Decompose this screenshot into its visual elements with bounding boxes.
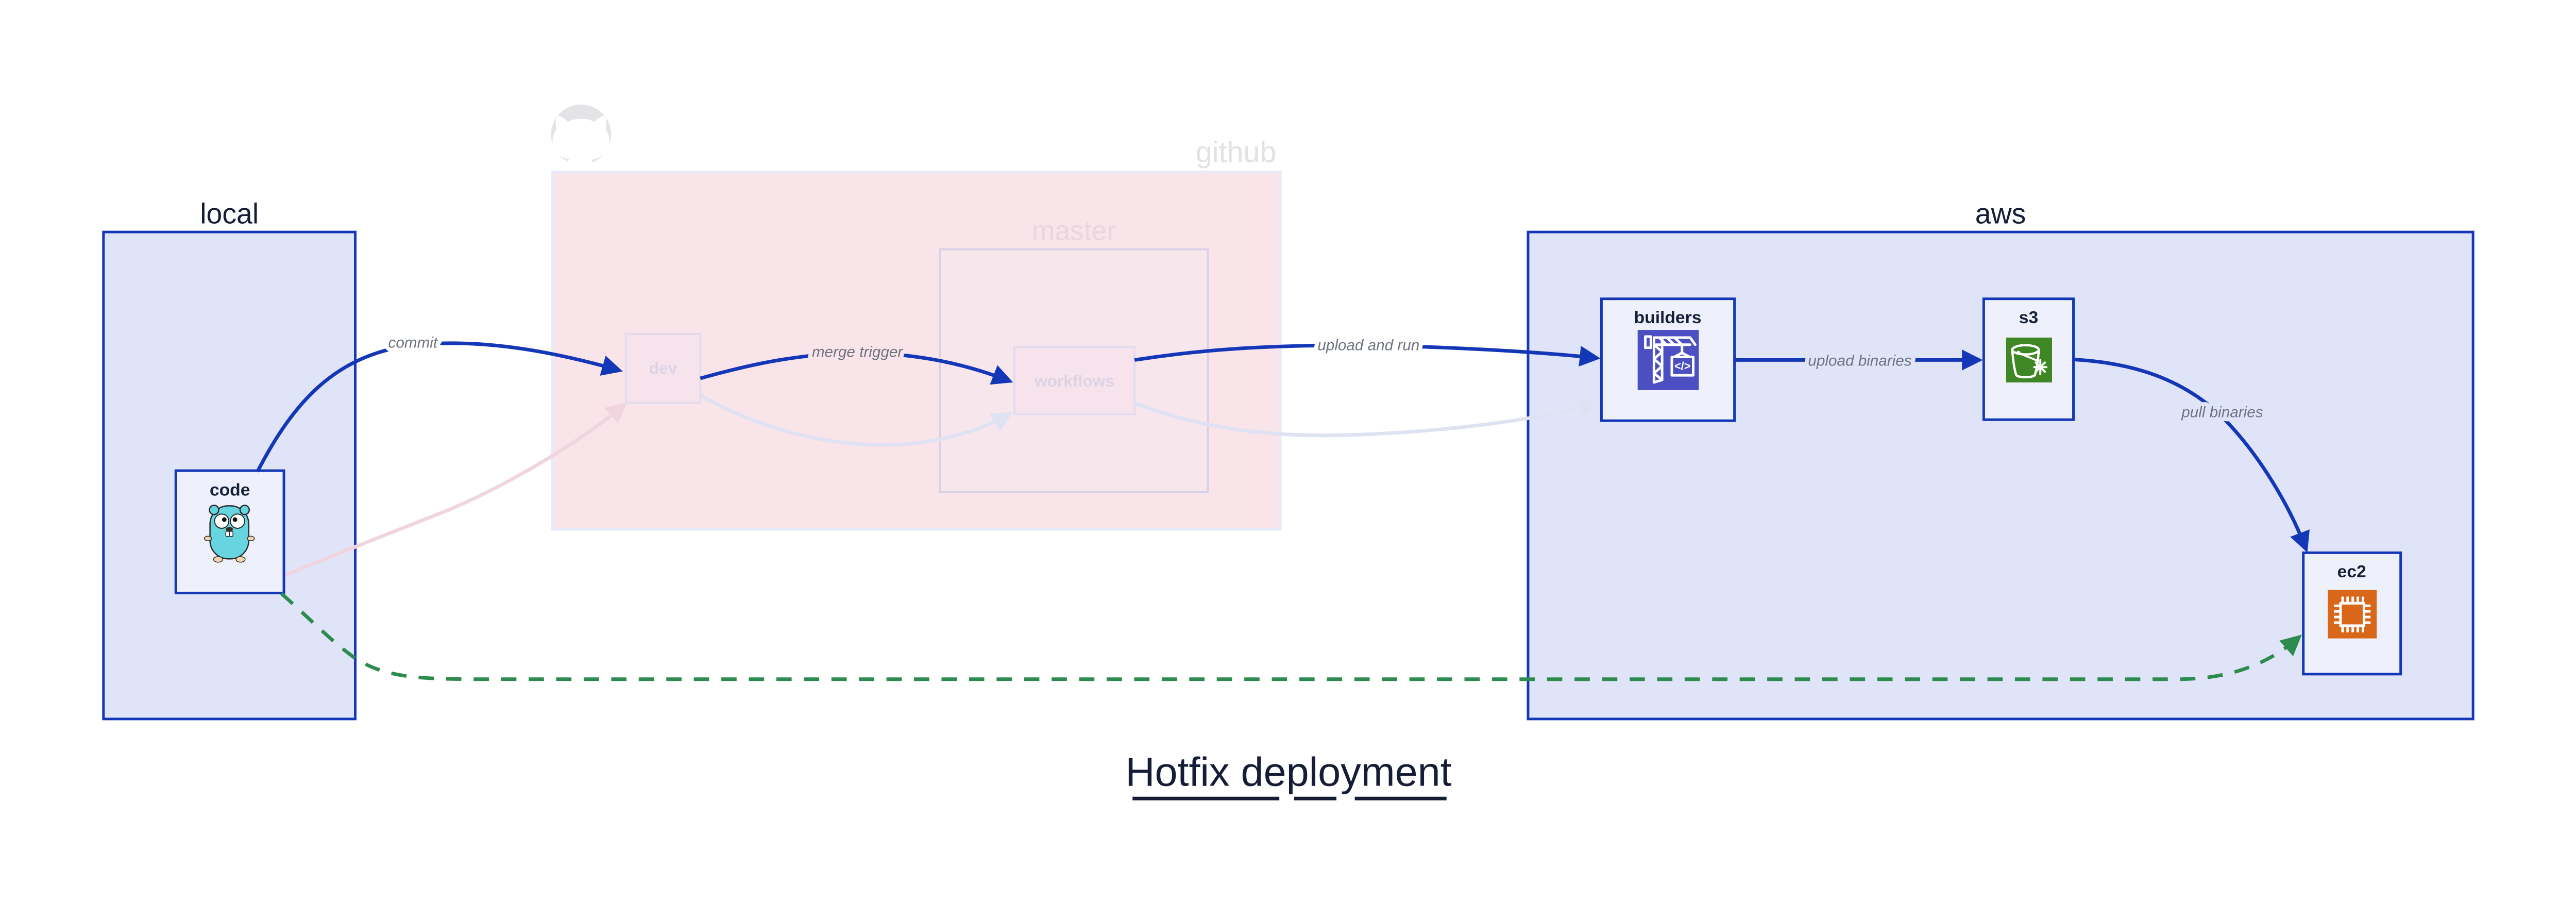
edge-commit — [256, 341, 623, 473]
edge-merge-trigger — [700, 350, 1013, 385]
aws-s3-glacier-bucket-icon — [2006, 337, 2052, 382]
edge-upload-and-run — [1134, 343, 1601, 367]
aws-container-label: aws — [1975, 197, 2026, 229]
node-s3-label: s3 — [2019, 308, 2038, 327]
edge-label-merge-trigger: merge trigger — [812, 344, 903, 361]
node-ec2: ec2 — [2302, 551, 2402, 676]
node-code-label: code — [210, 481, 250, 500]
node-s3: s3 — [1982, 297, 2075, 421]
edge-label-pull-binaries: pull binaries — [2181, 404, 2263, 421]
node-builders: builders </> — [1600, 297, 1736, 422]
edge-dev-to-workflows-faded — [699, 393, 1013, 447]
master-branch-label: master — [1032, 216, 1116, 246]
edge-label-upload-and-run: upload and run — [1317, 337, 1419, 354]
node-dev-label: dev — [649, 359, 677, 377]
local-container-label: local — [200, 197, 259, 229]
node-dev: dev — [624, 333, 702, 404]
edge-hotfix-dashed — [280, 592, 2302, 681]
node-workflows: workflows — [1013, 345, 1136, 415]
edge-workflows-to-builders-faded — [1133, 398, 1600, 438]
aws-codebuild-icon: </> — [1637, 330, 1699, 390]
node-code: code — [174, 469, 285, 595]
diagram-title: Hotfix deployment — [1125, 749, 1451, 795]
node-builders-label: builders — [1634, 308, 1702, 327]
aws-ec2-chip-icon — [2328, 590, 2377, 639]
edge-label-upload-binaries: upload binaries — [1808, 352, 1911, 369]
edge-code-to-dev-faded — [284, 402, 628, 577]
github-octocat-icon — [551, 104, 612, 167]
snowflake-glyph — [2033, 359, 2048, 376]
edge-pull-binaries — [2073, 358, 2310, 553]
go-gopher-icon — [204, 505, 255, 563]
node-workflows-label: workflows — [1034, 372, 1114, 390]
github-container-label: github — [1196, 136, 1276, 169]
edge-label-commit: commit — [388, 335, 438, 352]
node-ec2-label: ec2 — [2337, 562, 2366, 581]
codebuild-code-glyph: </> — [1674, 359, 1690, 372]
